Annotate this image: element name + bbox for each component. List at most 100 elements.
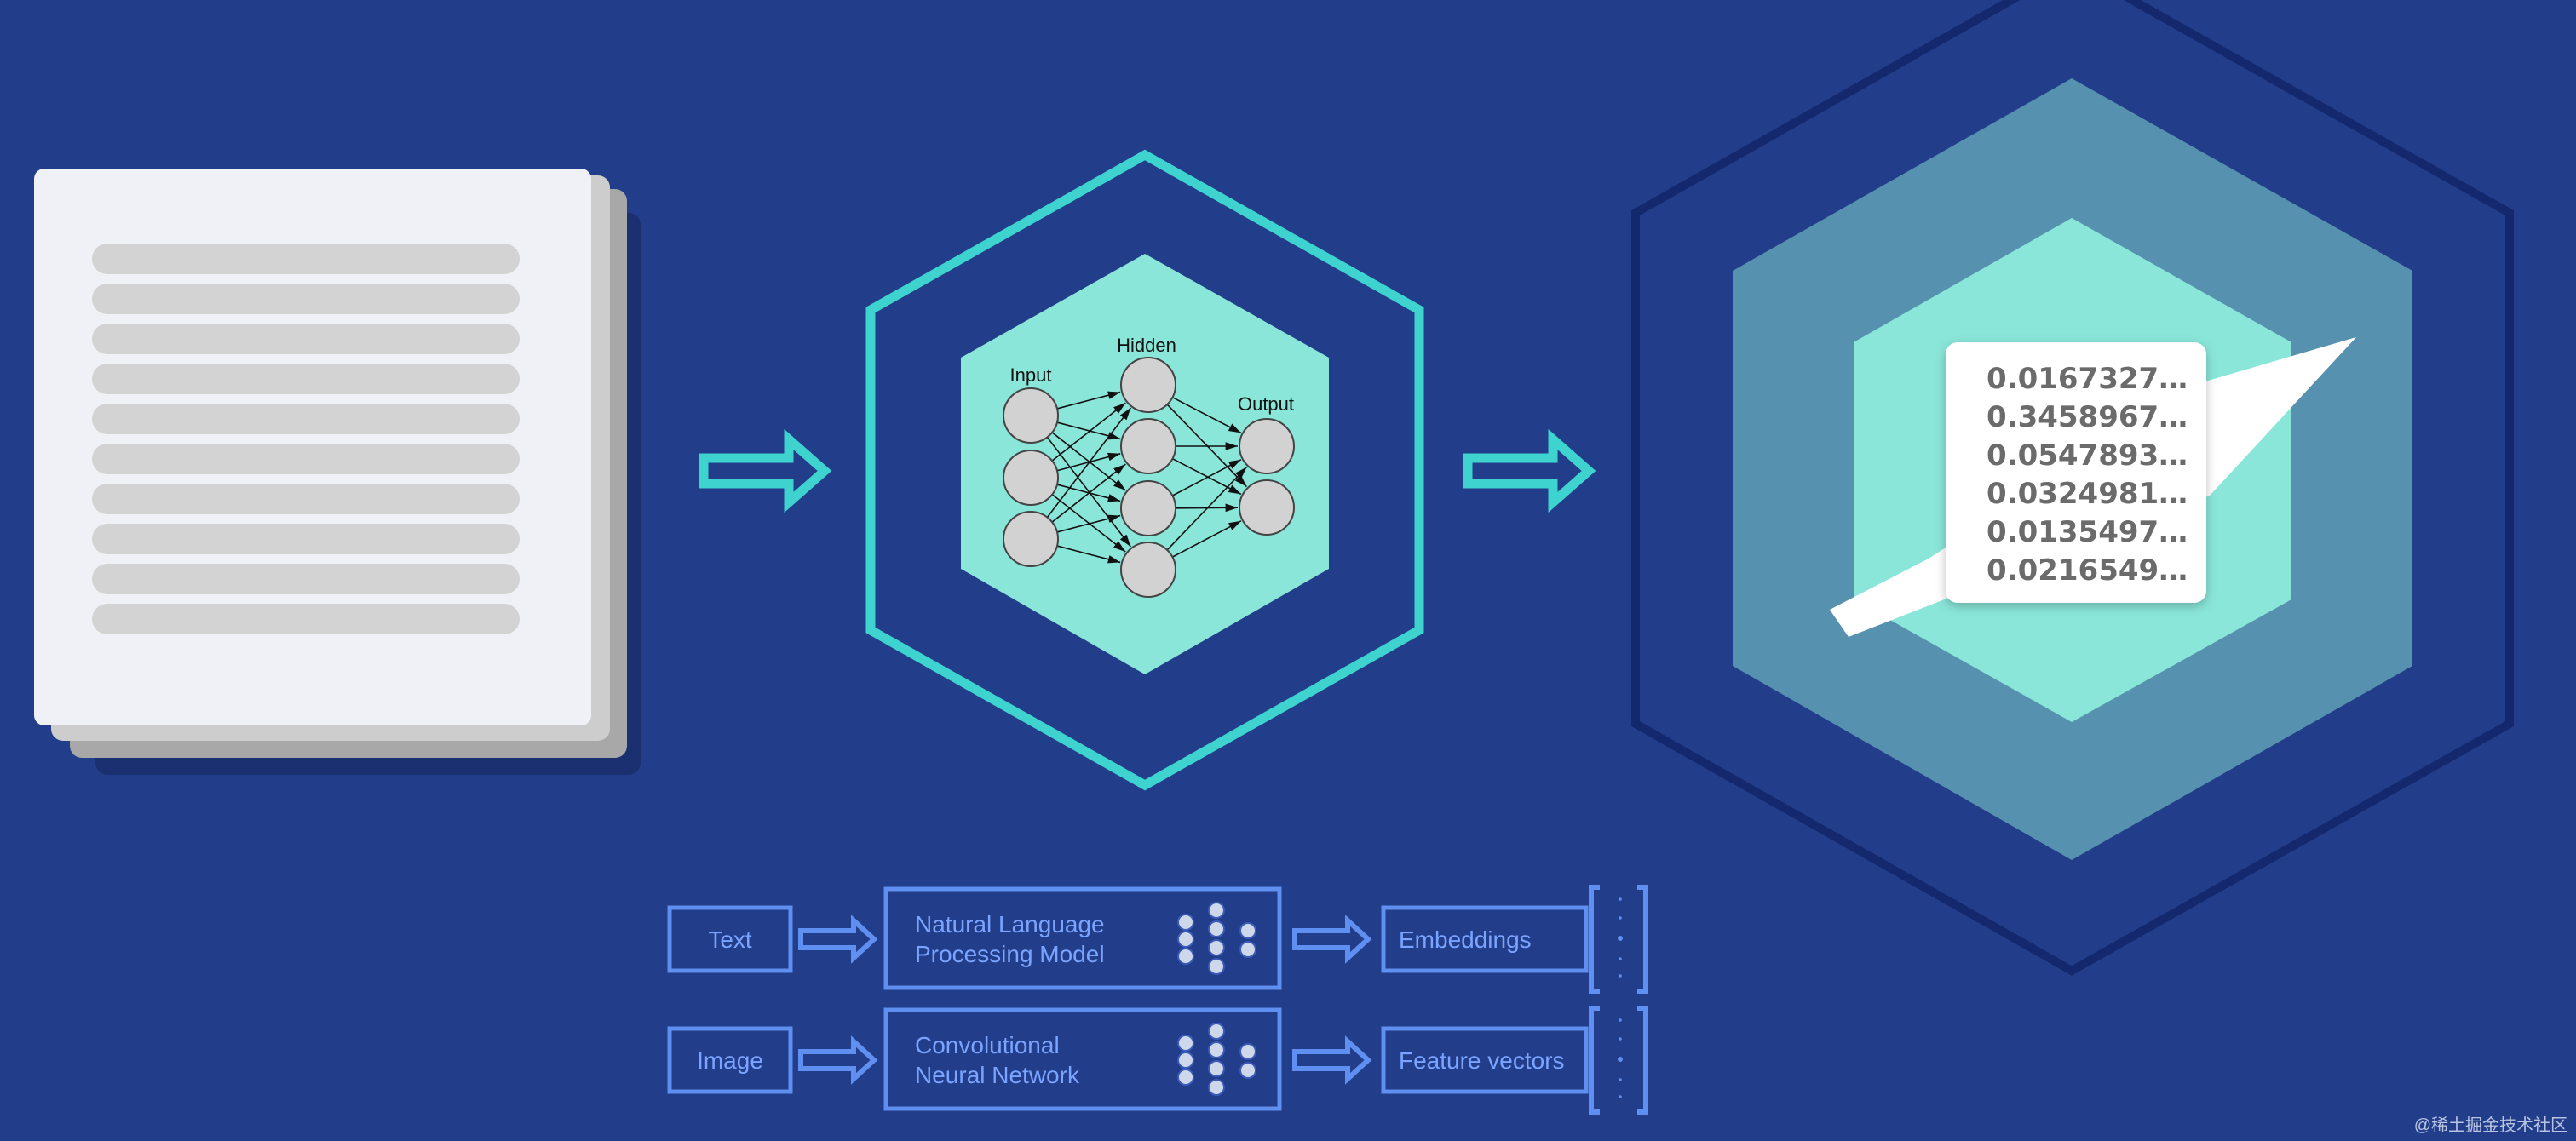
output-box	[1381, 1026, 1589, 1094]
hexagon-outline	[865, 149, 1424, 791]
document-line	[92, 484, 520, 514]
watermark: @稀土掘金技术社区	[2414, 1115, 2567, 1135]
input-label: Text	[708, 926, 752, 953]
network-node	[1120, 418, 1176, 474]
vector-element-dot	[1619, 1078, 1622, 1081]
mini-network-node	[1239, 1062, 1256, 1079]
model-label-line1: Natural Language	[915, 911, 1105, 937]
network-edge	[1172, 397, 1242, 434]
vector-element-dot	[1619, 974, 1622, 978]
vector-element-dot	[1619, 897, 1622, 901]
model-box	[883, 1007, 1282, 1111]
vector-element-dot	[1619, 1018, 1622, 1022]
model-label-line2: Neural Network	[915, 1062, 1080, 1088]
neural-network-hexagon: Input Hidden Output	[865, 149, 1424, 791]
document-line	[92, 244, 520, 274]
output-label: Feature vectors	[1399, 1047, 1565, 1074]
document-line	[92, 364, 520, 394]
mini-network-node	[1208, 939, 1225, 956]
vector-element-dot	[1619, 1037, 1622, 1041]
flow-arrow-icon	[699, 428, 832, 513]
mini-network-node	[1177, 1069, 1194, 1086]
output-box	[1381, 905, 1589, 973]
input-layer-label: Input	[1010, 364, 1052, 386]
vector-value: 0.0135497…	[1987, 515, 2188, 549]
mini-network-node	[1208, 1023, 1225, 1040]
vector-bracket-left	[1589, 885, 1600, 994]
vector-element-dot	[1618, 1057, 1623, 1062]
network-edge	[1171, 459, 1242, 496]
network-edge	[1171, 520, 1242, 558]
input-label: Image	[697, 1047, 763, 1074]
model-label-line1: Convolutional	[915, 1032, 1060, 1058]
vector-value: 0.0167327…	[1987, 362, 2188, 396]
network-edge	[1056, 514, 1121, 533]
network-node	[1003, 511, 1059, 567]
network-node	[1120, 480, 1176, 536]
flow-arrow-icon	[1292, 915, 1372, 964]
vector-value: 0.0324981…	[1987, 477, 2188, 511]
network-node	[1239, 479, 1295, 536]
flow-arrow-icon	[798, 1035, 878, 1085]
mini-network-node	[1177, 948, 1194, 965]
vector-element-dot	[1619, 1095, 1622, 1098]
network-edge	[1172, 458, 1242, 496]
hexagon-outer-outline	[1631, 0, 2514, 976]
mini-network-node	[1239, 1043, 1256, 1060]
network-edge	[1166, 466, 1248, 551]
mini-network-node	[1208, 958, 1225, 975]
document-line	[92, 444, 520, 474]
flow-arrow-icon	[1292, 1035, 1372, 1085]
network-node	[1120, 357, 1176, 413]
mini-network-icon	[1177, 902, 1256, 975]
input-box	[667, 1026, 793, 1094]
vector-values: 0.0167327… 0.3458967… 0.0547893… 0.0324981……	[1987, 362, 2188, 588]
mini-network-node	[1177, 1052, 1194, 1069]
vector-bracket-right	[1637, 885, 1648, 994]
model-label-line2: Processing Model	[915, 941, 1105, 967]
network-edge	[1056, 545, 1121, 564]
input-box	[667, 905, 793, 973]
document-line	[92, 524, 520, 554]
output-layer-label: Output	[1238, 393, 1294, 415]
document-line	[92, 404, 520, 434]
document-line	[92, 324, 520, 354]
mini-network-node	[1177, 1035, 1194, 1052]
document-line	[92, 564, 520, 594]
mini-network-node	[1208, 1041, 1225, 1058]
flow-arrow-icon	[798, 915, 878, 964]
network-edge	[1051, 432, 1126, 491]
mini-network-icon	[1177, 1023, 1256, 1096]
flow-arrow-icon	[1463, 428, 1596, 513]
mini-network-node	[1208, 1060, 1225, 1077]
network-node	[1003, 387, 1059, 444]
mini-network-node	[1239, 922, 1256, 939]
document-line	[92, 284, 520, 314]
mini-network-node	[1208, 902, 1225, 919]
mini-network-node	[1208, 1079, 1225, 1096]
network-nodes	[1003, 357, 1295, 598]
vector-value: 0.0547893…	[1987, 439, 2188, 473]
document-stack-icon	[34, 169, 641, 775]
vector-bracket-left	[1589, 1006, 1600, 1115]
network-connections	[1046, 391, 1248, 564]
document-text-lines	[92, 244, 520, 634]
mini-network-node	[1239, 941, 1256, 958]
vector-hexagon: 0.0167327… 0.3458967… 0.0547893… 0.0324981……	[1631, 0, 2514, 976]
output-label: Embeddings	[1399, 926, 1532, 953]
vector-element-dot	[1618, 936, 1623, 941]
vector-element-dot	[1619, 957, 1622, 960]
vector-element-dot	[1619, 916, 1622, 920]
network-node	[1120, 542, 1176, 598]
vector-value: 0.3458967…	[1987, 400, 2188, 434]
network-edge	[1046, 407, 1132, 519]
model-box	[883, 886, 1282, 990]
network-edge	[1056, 391, 1121, 410]
document-line	[92, 604, 520, 634]
vector-card	[1946, 342, 2206, 603]
network-edge	[1051, 402, 1126, 462]
network-edge	[1051, 463, 1126, 523]
